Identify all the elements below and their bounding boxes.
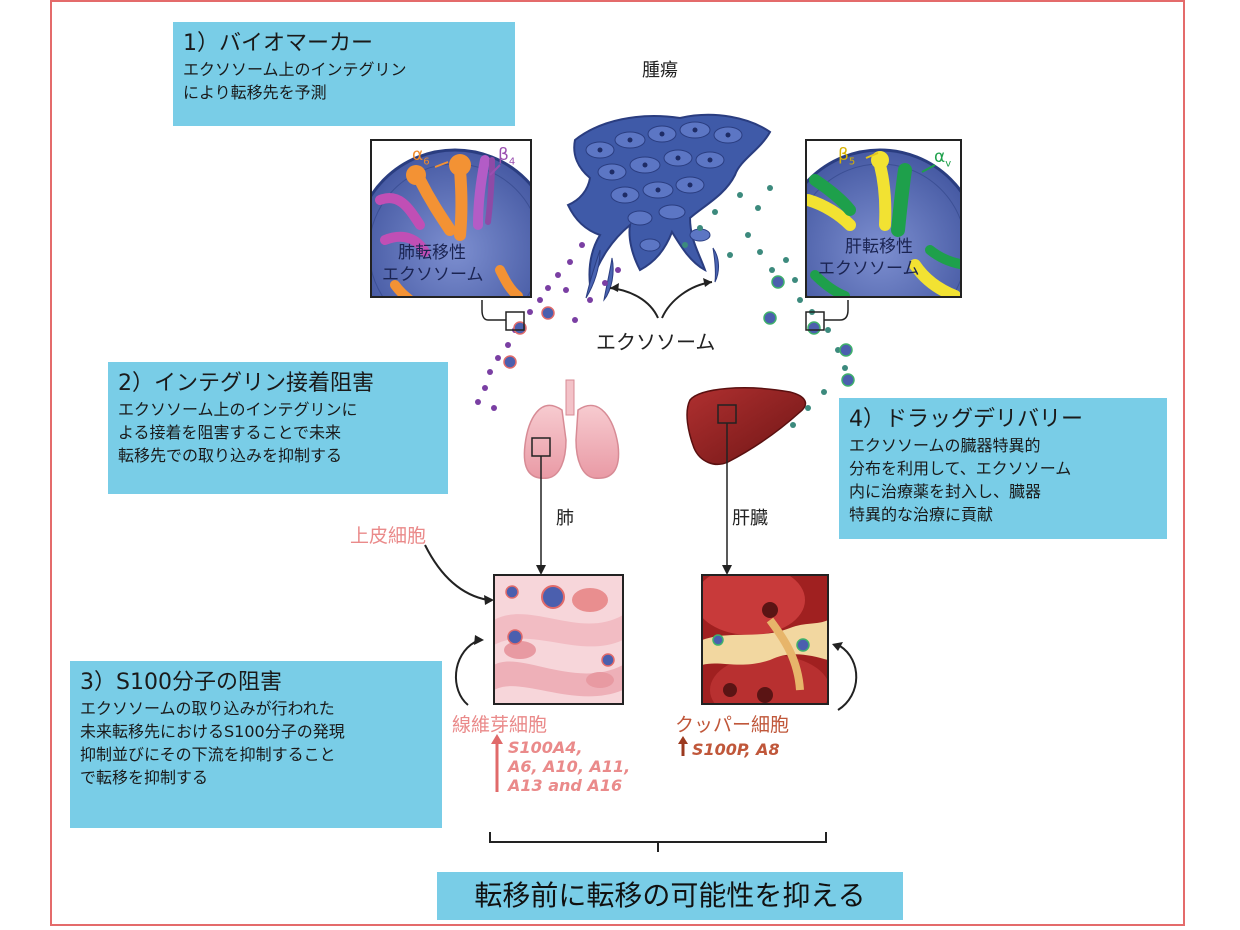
fibroblast-markers: S100A4, A6, A10, A11, A13 and A16 bbox=[508, 738, 631, 795]
lung-exosome-label-2: エクソソーム bbox=[382, 265, 484, 285]
biomarker-box: 1）バイオマーカー エクソソーム上のインテグリン により転移先を予測 bbox=[173, 22, 515, 126]
figure-frame bbox=[50, 0, 1185, 926]
fibroblast-label: 線維芽細胞 bbox=[452, 714, 548, 736]
lung-exosome-label-1: 肺転移性 bbox=[398, 243, 466, 263]
epithelial-arrow bbox=[424, 544, 489, 601]
tumor-label: 腫瘍 bbox=[642, 60, 678, 81]
drug-delivery-title: 4）ドラッグデリバリー bbox=[849, 407, 1083, 432]
s100-inhibition-box: 3）S100分子の阻害 エクソソームの取り込みが行われた 未来転移先におけるS1… bbox=[70, 661, 442, 828]
beta4-subscript: 4 bbox=[508, 156, 516, 168]
alpha6-subscript: 6 bbox=[423, 156, 430, 168]
conclusion-banner: 転移前に転移の可能性を抑える bbox=[437, 872, 903, 920]
kupffer-markers: S100P, A8 bbox=[692, 740, 780, 759]
beta4-label: β4 bbox=[498, 145, 515, 167]
lung-exosome-inset bbox=[371, 140, 531, 297]
alphav-subscript: v bbox=[945, 158, 952, 170]
lung-inset-border bbox=[370, 139, 532, 298]
liver-label: 肝臓 bbox=[732, 508, 768, 529]
integrin-inhibition-box: 2）インテグリン接着阻害 エクソソーム上のインテグリンに よる接着を阻害すること… bbox=[108, 362, 448, 494]
exosome-arrow-right bbox=[661, 281, 713, 319]
liver-exosome-inset bbox=[806, 140, 961, 297]
exosome-label: エクソソーム bbox=[596, 330, 716, 354]
integrin-inhibition-text: エクソソーム上のインテグリンに よる接着を阻害することで未来 転移先での取り込み… bbox=[118, 400, 358, 465]
liver-exosome-label-1: 肝転移性 bbox=[845, 237, 913, 257]
s100-inhibition-text: エクソソームの取り込みが行われた 未来転移先におけるS100分子の発現 抑制並び… bbox=[80, 699, 345, 787]
lung-organ bbox=[523, 379, 620, 479]
liver-inset-border bbox=[805, 139, 962, 298]
alpha6-symbol: α bbox=[412, 145, 424, 165]
liver-exosome-label-2: エクソソーム bbox=[818, 259, 920, 279]
s100-inhibition-title: 3）S100分子の阻害 bbox=[80, 670, 282, 695]
exosome-dots-lung bbox=[475, 242, 621, 411]
beta5-symbol: β bbox=[838, 145, 849, 165]
beta4-symbol: β bbox=[498, 145, 509, 165]
beta5-subscript: 5 bbox=[848, 156, 856, 168]
alphav-symbol: α bbox=[934, 147, 946, 167]
drug-delivery-text: エクソソームの臓器特異的 分布を利用して、エクソソーム 内に治療薬を封入し、臓器… bbox=[849, 436, 1072, 524]
kupffer-arrow bbox=[837, 645, 858, 711]
summary-bracket bbox=[489, 832, 827, 852]
lung-tissue-inset bbox=[494, 575, 623, 704]
epithelial-cell-label: 上皮細胞 bbox=[350, 525, 427, 547]
liver-tissue-inset bbox=[702, 575, 828, 704]
exosome-spheres bbox=[503, 275, 855, 387]
liver-organ bbox=[686, 387, 807, 466]
biomarker-title: 1）バイオマーカー bbox=[183, 31, 373, 56]
exosome-arrow-left bbox=[609, 287, 659, 319]
tumor-cell-mass bbox=[566, 113, 772, 302]
kupffer-cell-label: クッパー細胞 bbox=[675, 714, 790, 736]
drug-delivery-box: 4）ドラッグデリバリー エクソソームの臓器特異的 分布を利用して、エクソソーム … bbox=[839, 398, 1167, 539]
fibroblast-arrow bbox=[455, 641, 476, 706]
lung-label: 肺 bbox=[556, 508, 574, 529]
beta5-label: β5 bbox=[838, 145, 855, 167]
biomarker-text: エクソソーム上のインテグリン により転移先を予測 bbox=[183, 60, 407, 102]
alphav-label: αv bbox=[934, 147, 951, 169]
integrin-inhibition-title: 2）インテグリン接着阻害 bbox=[118, 371, 374, 396]
alpha6-label: α6 bbox=[412, 145, 430, 167]
